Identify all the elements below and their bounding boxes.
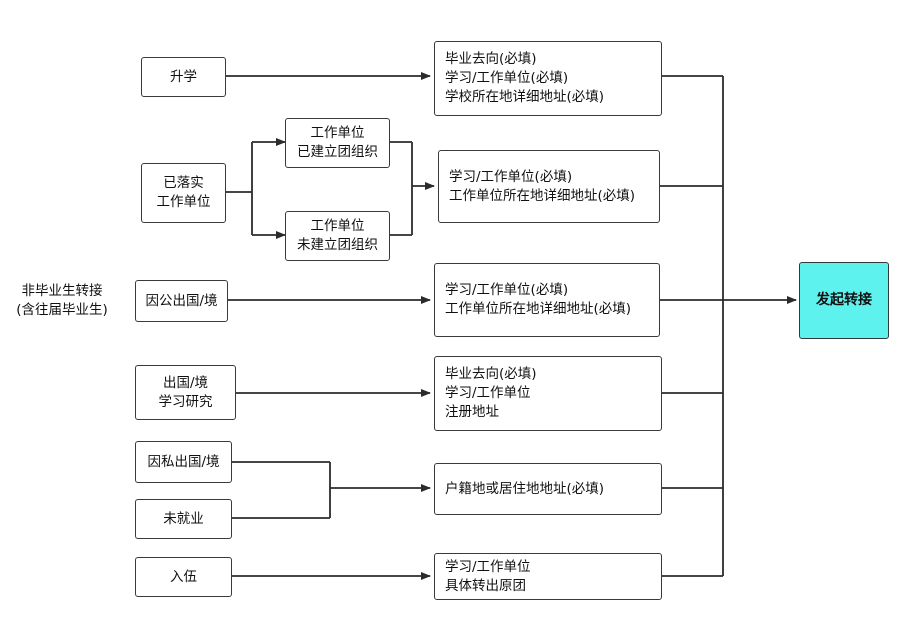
- source-yinsi: 因私出国/境: [135, 441, 232, 483]
- requirement-box-3: 学习/工作单位(必填) 工作单位所在地详细地址(必填): [434, 263, 660, 337]
- requirement-box-6: 学习/工作单位 具体转出原团: [434, 553, 662, 600]
- source-liuxue-line2: 学习研究: [158, 393, 213, 410]
- source-liuxue: 出国/境 学习研究: [135, 365, 236, 420]
- source-yiluoshi-line2: 工作单位: [156, 194, 211, 210]
- source-shengxue-label: 升学: [170, 68, 197, 85]
- source-weijianli-line2: 未建立团组织: [297, 237, 378, 253]
- source-weijianli: 工作单位 未建立团组织: [285, 211, 390, 261]
- requirement-3-line2: 工作单位所在地详细地址(必填): [445, 301, 632, 317]
- source-yiluoshi-line1: 已落实: [163, 175, 204, 191]
- source-weijiuye-label: 未就业: [163, 510, 204, 527]
- requirement-5-line1: 户籍地或居住地地址(必填): [445, 480, 605, 497]
- initiate-transfer-label: 发起转接: [816, 292, 872, 308]
- requirement-4-line3: 注册地址: [445, 404, 499, 420]
- category-label-line1: 非毕业生转接: [21, 283, 103, 299]
- source-yijianli: 工作单位 已建立团组织: [285, 118, 390, 168]
- source-weijiuye: 未就业: [135, 499, 232, 539]
- requirement-1-line1: 毕业去向(必填): [445, 51, 537, 67]
- requirement-box-5: 户籍地或居住地地址(必填): [434, 463, 662, 515]
- source-yingong: 因公出国/境: [135, 280, 228, 322]
- source-yijianli-line1: 工作单位: [310, 125, 365, 141]
- initiate-transfer-node: 发起转接: [799, 262, 889, 339]
- category-label-line2: (含往届毕业生): [16, 302, 108, 318]
- source-yiluoshi: 已落实 工作单位: [141, 163, 226, 223]
- requirement-box-1: 毕业去向(必填) 学习/工作单位(必填) 学校所在地详细地址(必填): [434, 41, 662, 116]
- requirement-3-line1: 学习/工作单位(必填): [445, 282, 569, 298]
- requirement-1-line2: 学习/工作单位(必填): [445, 70, 569, 86]
- source-liuxue-line1: 出国/境: [162, 374, 209, 391]
- requirement-4-line1: 毕业去向(必填): [445, 366, 537, 382]
- requirement-2-line1: 学习/工作单位(必填): [449, 168, 573, 185]
- requirement-box-2: 学习/工作单位(必填) 工作单位所在地详细地址(必填): [438, 150, 660, 223]
- requirement-box-4: 毕业去向(必填) 学习/工作单位 注册地址: [434, 356, 662, 431]
- category-label: 非毕业生转接 (含往届毕业生): [8, 282, 116, 320]
- requirement-2-line2: 工作单位所在地详细地址(必填): [449, 187, 636, 204]
- source-weijianli-line1: 工作单位: [310, 218, 365, 234]
- source-ruwu: 入伍: [135, 557, 232, 597]
- source-yijianli-line2: 已建立团组织: [297, 144, 378, 160]
- source-shengxue: 升学: [141, 57, 226, 97]
- requirement-1-line3: 学校所在地详细地址(必填): [445, 89, 605, 105]
- requirement-6-line2: 具体转出原团: [445, 577, 526, 594]
- requirement-4-line2: 学习/工作单位: [445, 385, 531, 401]
- source-yinsi-label: 因私出国/境: [147, 453, 220, 470]
- source-yingong-label: 因公出国/境: [145, 292, 218, 309]
- requirement-6-line1: 学习/工作单位: [445, 558, 531, 575]
- source-ruwu-label: 入伍: [170, 568, 197, 585]
